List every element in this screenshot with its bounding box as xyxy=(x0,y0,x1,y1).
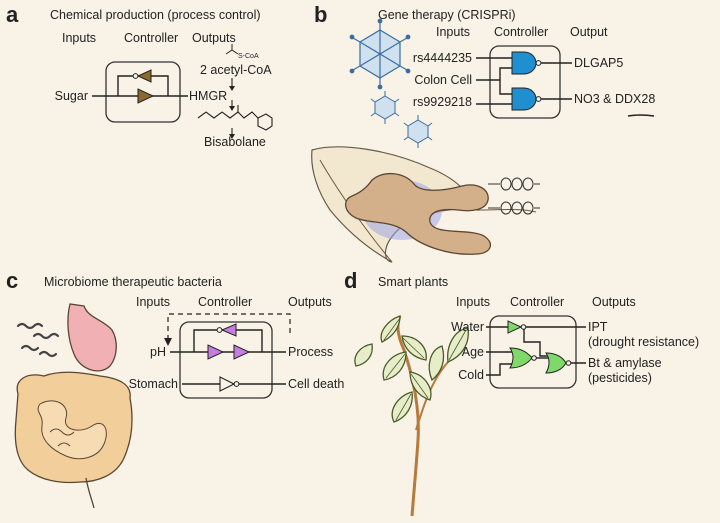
panel-d-header-outputs: Outputs xyxy=(592,295,636,309)
panel-b: b Gene therapy (CRISPRi) Inputs Controll… xyxy=(311,2,655,263)
not-gate-c-bottom xyxy=(219,376,240,392)
output-process: Process xyxy=(288,345,333,359)
input-rs9929218: rs9929218 xyxy=(413,95,472,109)
output-bt-amylase: Bt & amylase xyxy=(588,356,662,370)
controller-box-b xyxy=(489,45,561,119)
panel-letter-b: b xyxy=(314,2,327,27)
feedback-dashed-wire xyxy=(167,313,291,340)
bisabolane-structure xyxy=(197,105,273,131)
panel-c-header-controller: Controller xyxy=(198,295,252,309)
bacteria-icon xyxy=(16,322,60,358)
input-rs4444235: rs4444235 xyxy=(413,51,472,65)
panel-a: a Chemical production (process control) … xyxy=(6,2,273,149)
virus-icon-small-2 xyxy=(403,115,433,148)
wire-cold xyxy=(486,363,512,376)
output-no3-ddx28: NO3 & DDX28 xyxy=(574,92,655,106)
virus-icon-large xyxy=(349,18,411,90)
panel-b-header-controller: Controller xyxy=(494,25,548,39)
panel-letter-c: c xyxy=(6,268,18,293)
panel-c-header-inputs: Inputs xyxy=(136,295,170,309)
controller-box-c xyxy=(179,321,273,399)
panel-a-header-inputs: Inputs xyxy=(62,31,96,45)
panel-c-header-outputs: Outputs xyxy=(288,295,332,309)
intermediate-acetyl-coa: 2 acetyl-CoA xyxy=(200,63,272,77)
input-water: Water xyxy=(451,320,484,334)
panel-d-header-controller: Controller xyxy=(510,295,564,309)
panel-a-header-controller: Controller xyxy=(124,31,178,45)
output-cell-death: Cell death xyxy=(288,377,344,391)
buffer-gate-c-1 xyxy=(207,344,225,360)
repressor-gate-a-top xyxy=(132,69,152,83)
product-bisabolane: Bisabolane xyxy=(204,135,266,149)
buffer-gate-c-2 xyxy=(233,344,251,360)
colon-tissue-illustration xyxy=(311,146,540,263)
output-underline-mark xyxy=(627,114,655,117)
output-bt-amylase-note: (pesticides) xyxy=(588,371,652,385)
panel-b-header-output: Output xyxy=(570,25,608,39)
panel-d-header-inputs: Inputs xyxy=(456,295,490,309)
panel-d: d Smart plants Inputs Controller Outputs xyxy=(344,268,699,517)
panel-c-title: Microbiome therapeutic bacteria xyxy=(44,275,222,289)
panel-d-title: Smart plants xyxy=(378,275,448,289)
panel-a-title: Chemical production (process control) xyxy=(50,8,261,22)
input-age: Age xyxy=(462,345,484,359)
panel-letter-a: a xyxy=(6,2,19,27)
input-stomach: Stomach xyxy=(129,377,178,391)
output-hmgr: HMGR xyxy=(189,89,227,103)
feedback-arrowhead xyxy=(164,338,172,346)
wire-colon-cell xyxy=(476,67,512,95)
panel-a-header-outputs: Outputs xyxy=(192,31,236,45)
nor-gate-d-2 xyxy=(545,352,572,374)
not-gate-d-water xyxy=(507,320,527,334)
panel-letter-d: d xyxy=(344,268,357,293)
nor-gate-d-1 xyxy=(509,347,537,369)
pathway-arrow-1 xyxy=(229,78,235,91)
digestive-system-illustration xyxy=(14,303,133,509)
feedback-wire-c xyxy=(193,329,263,352)
virus-icon-small-1 xyxy=(370,91,400,124)
nand-gate-b-bottom xyxy=(511,87,542,111)
acetyl-coa-molecule: S-CoA xyxy=(225,44,259,60)
input-ph: pH xyxy=(150,345,166,359)
input-colon-cell: Colon Cell xyxy=(414,73,472,87)
wire-water-to-nor xyxy=(523,327,548,357)
output-ipt-note: (drought resistance) xyxy=(588,335,699,349)
repressor-gate-c-top xyxy=(216,323,237,337)
buffer-gate-a-bottom xyxy=(137,88,155,104)
controller-box-a xyxy=(105,61,181,123)
output-ipt: IPT xyxy=(588,320,608,334)
output-dlgap5: DLGAP5 xyxy=(574,56,623,70)
panel-c: c Microbiome therapeutic bacteria Inputs… xyxy=(6,268,344,509)
pathway-arrow-2 xyxy=(229,100,235,111)
nand-gate-b-top xyxy=(511,51,542,75)
scoa-label: S-CoA xyxy=(238,53,259,60)
panel-b-header-inputs: Inputs xyxy=(436,25,470,39)
input-cold: Cold xyxy=(458,368,484,382)
plant-illustration xyxy=(354,315,469,517)
input-sugar: Sugar xyxy=(55,89,88,103)
panel-b-title: Gene therapy (CRISPRi) xyxy=(378,8,516,22)
pathway-arrow-3 xyxy=(229,128,235,139)
